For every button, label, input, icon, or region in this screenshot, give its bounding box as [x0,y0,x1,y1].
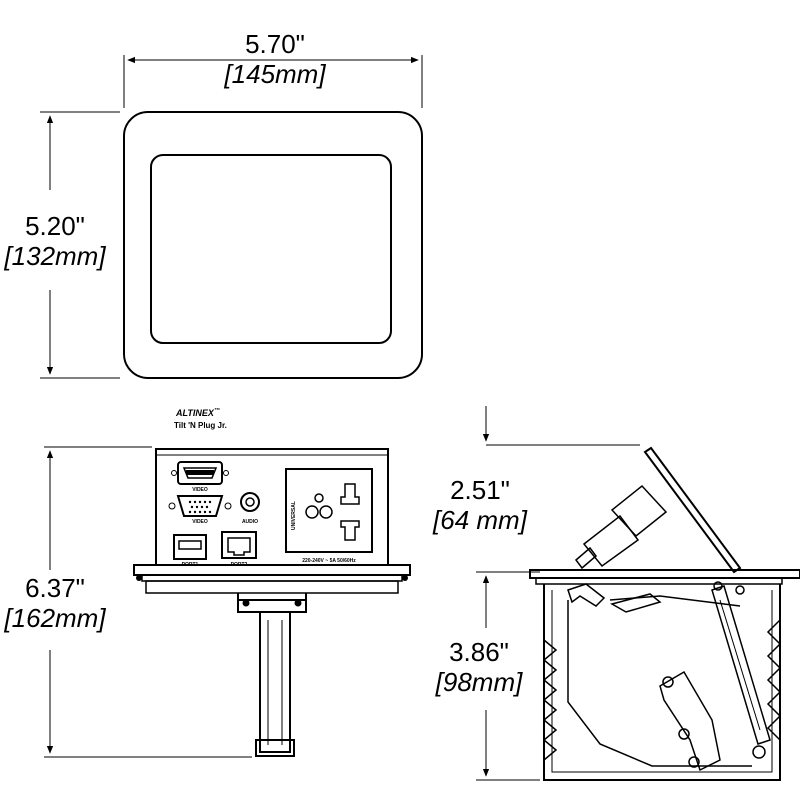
hdmi-port [177,461,223,485]
hdmi-label: VIDEO [192,487,208,493]
top-view-inner-lid [150,154,392,344]
rj45-port [221,531,257,559]
top-view [123,111,423,379]
top-height-mm: [132mm] [4,240,106,271]
audio-jack [240,492,260,512]
side-bottom-label: 3.86" [98mm] [424,637,534,698]
outlet-rating: 220-240V ~ 5A 50/60Hz [302,558,356,564]
front-panel-labels: ALTINEX™ Tilt 'N Plug Jr. VIDEO VIDEO AU… [174,407,356,568]
top-height-inch: 5.20" [25,211,85,241]
side-top-label: 2.51" [64 mm] [420,475,540,536]
audio-label: AUDIO [242,519,258,525]
usb-port [173,534,207,560]
side-flange [529,569,800,579]
side-top-inch: 2.51" [450,475,510,505]
top-height-label: 5.20" [132mm] [0,211,110,272]
side-bottom-inch: 3.86" [449,637,509,667]
front-mount-stem [259,611,291,753]
side-bottom-mm: [98mm] [435,666,523,697]
front-height-mm: [162mm] [4,602,106,633]
front-height-label: 6.37" [162mm] [0,573,110,634]
side-tilted-lid [643,446,742,574]
side-top-dimension [482,406,640,446]
vga-port [176,495,224,517]
product-name: Tilt 'N Plug Jr. [174,421,227,430]
rj45-label: PORT2 [231,562,248,568]
side-view [529,446,800,781]
outlet-brand: UNIVERSAL [291,501,297,530]
power-outlet [285,468,373,553]
usb-label: PORT1 [182,562,199,568]
front-height-inch: 6.37" [25,573,85,603]
top-width-inch: 5.70" [245,29,305,59]
hinge-bracket [659,670,721,772]
vga-label: VIDEO [192,519,208,525]
side-top-mm: [64 mm] [433,504,527,535]
top-height-dimension [40,111,120,379]
top-width-dimension [123,55,423,108]
side-bottom-dimension [476,571,540,781]
top-view-outer-frame [123,111,423,379]
front-view [133,448,411,757]
front-flange [133,564,411,576]
side-housing [543,584,781,781]
top-width-mm: [145mm] [224,58,326,89]
front-height-dimension [44,446,252,758]
gas-strut [711,585,771,745]
brand-logo: ALTINEX™ [175,407,220,418]
top-width-label: 5.70" [145mm] [205,29,345,90]
